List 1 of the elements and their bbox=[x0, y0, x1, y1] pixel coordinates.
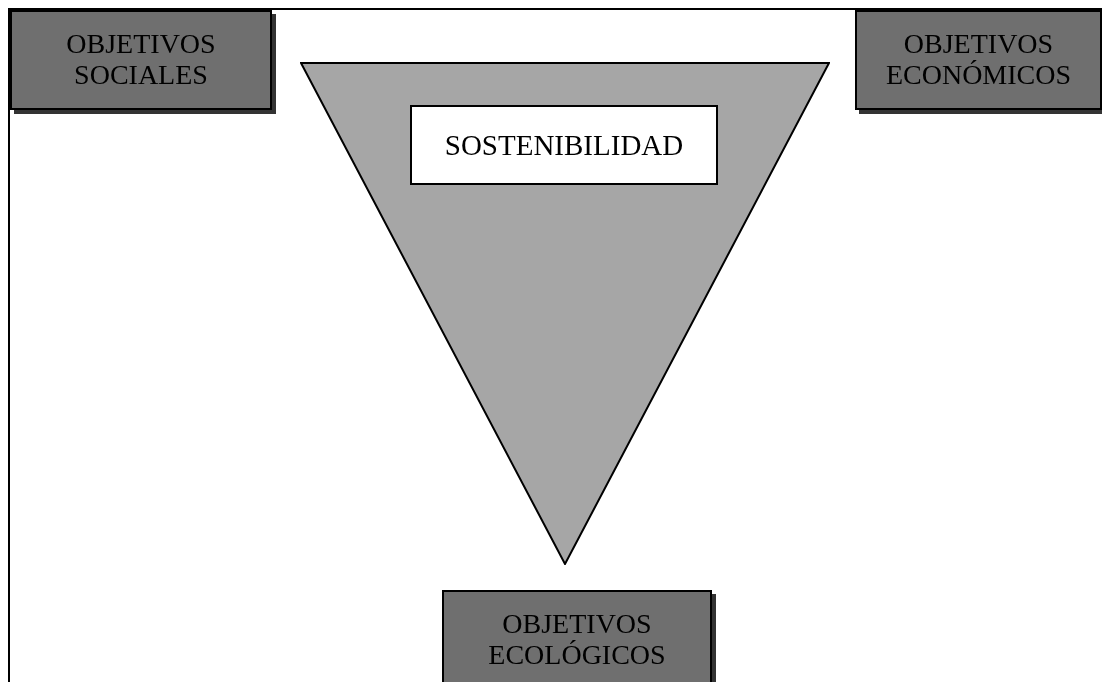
concept-box: SOSTENIBILIDAD bbox=[410, 105, 718, 185]
